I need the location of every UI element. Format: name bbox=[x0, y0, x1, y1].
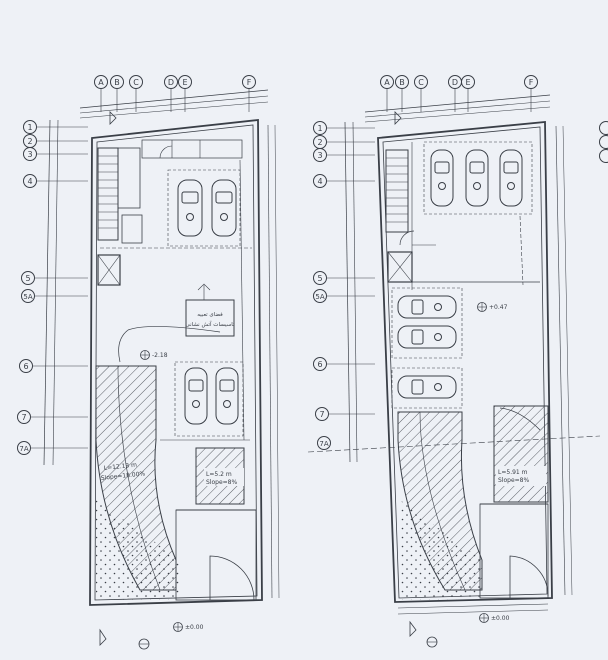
car-right-5 bbox=[397, 325, 457, 349]
grid-row-1: 1 bbox=[27, 123, 32, 132]
outer-wall-left bbox=[89, 118, 263, 606]
fire-room-label-2: تاسیسات آتش نشانی bbox=[185, 321, 234, 328]
car-right-6 bbox=[397, 375, 457, 399]
grid-row-5a-right: 5A bbox=[315, 293, 324, 301]
grid-row-2-right: 2 bbox=[317, 138, 322, 147]
grid-row-5a: 5A bbox=[23, 293, 32, 301]
grid-col-d: D bbox=[168, 78, 174, 87]
ramp-small-right bbox=[493, 405, 549, 503]
level-text-mid-right: +0.47 bbox=[489, 304, 508, 311]
grid-row-4-right: 4 bbox=[317, 177, 322, 186]
grid-col-d-right: D bbox=[452, 78, 458, 87]
car-right-4 bbox=[397, 295, 457, 319]
grid-row-3: 3 bbox=[27, 150, 32, 159]
level-marker-bottom-right: ±0.00 bbox=[479, 613, 510, 623]
elevator-right bbox=[387, 251, 413, 283]
fire-room-label-1: فضای تعبیه bbox=[197, 312, 223, 318]
car-right-2 bbox=[465, 149, 489, 207]
grid-row-4: 4 bbox=[27, 177, 32, 186]
grid-col-b-right: B bbox=[399, 78, 405, 87]
section-flag-bottom-right bbox=[409, 620, 417, 637]
column-grid-right: A B C D E F bbox=[364, 75, 551, 123]
ramp-small-length-right: L=5.91 m bbox=[498, 469, 528, 476]
section-flag-top-left bbox=[109, 111, 117, 125]
grid-col-a: A bbox=[98, 78, 104, 87]
row-grid-left: 1 2 3 4 5 5A 6 7 7A bbox=[17, 119, 88, 466]
grid-row-1-right: 1 bbox=[317, 124, 322, 133]
section-flag-top-right bbox=[394, 111, 402, 125]
grid-col-e: E bbox=[182, 78, 187, 87]
grid-col-f: F bbox=[247, 78, 252, 87]
grid-row-7a-right: 7A bbox=[319, 440, 328, 448]
grid-row-7: 7 bbox=[21, 413, 26, 422]
grid-col-f-right: F bbox=[529, 78, 534, 87]
column-grid-left: A B C D E F bbox=[79, 75, 269, 119]
ramp-small-slope-right: Slope=8% bbox=[498, 477, 529, 484]
grid-col-e-right: E bbox=[465, 78, 470, 87]
grid-row-7a: 7A bbox=[19, 445, 28, 453]
level-marker-bottom-left: ±0.00 bbox=[173, 622, 204, 632]
car-left-4 bbox=[215, 367, 239, 425]
grid-row-6: 6 bbox=[23, 362, 28, 371]
car-left-1 bbox=[177, 179, 203, 237]
cropped-bubble-2 bbox=[599, 135, 608, 149]
grid-row-6-right: 6 bbox=[317, 360, 322, 369]
level-marker-mid-left: -2.18 bbox=[140, 350, 168, 360]
fire-equipment-room: فضای تعبیه تاسیسات آتش نشانی bbox=[185, 283, 235, 337]
ramp-main-length: L=12.13 m bbox=[103, 462, 137, 472]
grid-col-c: C bbox=[133, 78, 139, 87]
car-left-3 bbox=[184, 367, 208, 425]
ramp-small-length: L=5.2 m bbox=[206, 471, 232, 478]
ramp-main-slope: Slope=18.00% bbox=[100, 470, 145, 482]
grid-row-2: 2 bbox=[27, 137, 32, 146]
elevator-left bbox=[97, 254, 121, 286]
level-text-mid-left: -2.18 bbox=[152, 352, 168, 359]
grid-col-a-right: A bbox=[384, 78, 390, 87]
section-flag-bottom-left bbox=[99, 628, 107, 646]
car-right-1 bbox=[430, 149, 454, 207]
basement-plan-left: A B C D E F 1 2 3 4 5 5A 6 7 7A bbox=[17, 75, 280, 650]
cropped-bubble-1 bbox=[599, 121, 608, 135]
row-grid-right: 1 2 3 4 5 5A 6 7 7A bbox=[307, 121, 601, 463]
ground-plan-right: A B C D E F 1 2 3 4 5 5A 6 7 7A bbox=[307, 75, 608, 648]
stair-right bbox=[385, 149, 415, 246]
grid-row-5-right: 5 bbox=[317, 274, 322, 283]
grid-row-7-right: 7 bbox=[319, 410, 324, 419]
cropped-bubble-3 bbox=[599, 149, 608, 163]
car-right-3 bbox=[499, 149, 523, 207]
grid-row-3-right: 3 bbox=[317, 151, 322, 160]
level-text-bottom-left: ±0.00 bbox=[185, 624, 204, 631]
grid-row-5: 5 bbox=[25, 274, 30, 283]
grid-col-c-right: C bbox=[418, 78, 424, 87]
outer-wall-right bbox=[377, 121, 553, 603]
level-text-bottom-right: ±0.00 bbox=[491, 615, 510, 622]
car-left-2 bbox=[211, 179, 237, 237]
level-marker-mid-right: +0.47 bbox=[477, 302, 508, 312]
stair-left bbox=[97, 147, 143, 244]
ramp-small-slope: Slope=8% bbox=[206, 479, 237, 486]
grid-col-b: B bbox=[114, 78, 120, 87]
